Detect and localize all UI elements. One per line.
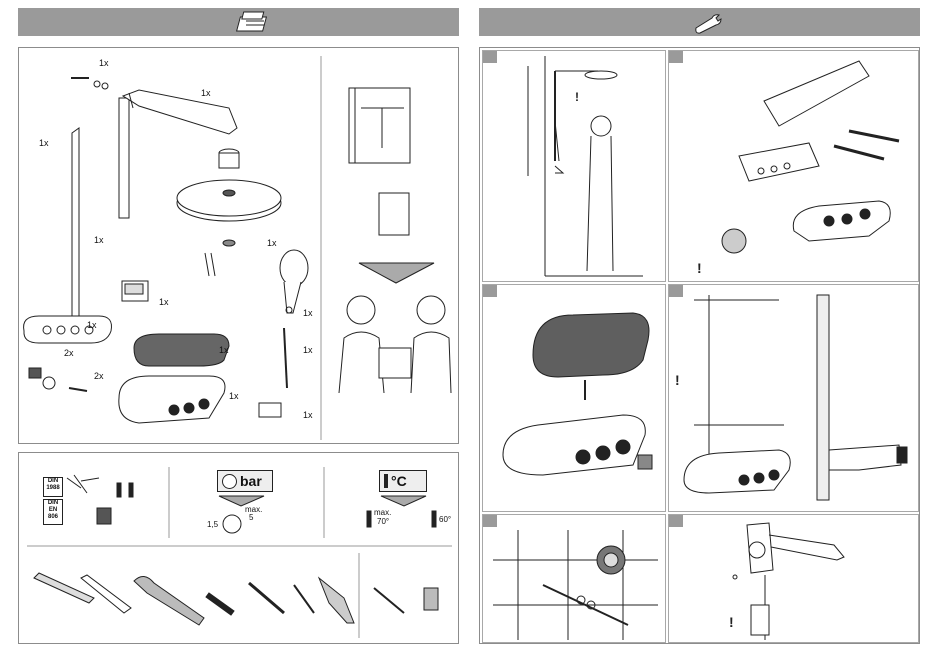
- svg-text:!: !: [575, 90, 579, 104]
- left-header-bar: [18, 8, 459, 36]
- pressure-min-value: 1,5: [207, 520, 218, 529]
- din-en-num: 806: [44, 514, 62, 521]
- parts-list-panel: 1x 1x 1x 1x 1x 1x 1x 1x 1x 1x 2x 2x 1x 1…: [18, 47, 459, 444]
- pressure-unit: bar: [240, 473, 262, 489]
- temperature-max-value: 70°: [377, 517, 389, 526]
- installation-steps-panel: ! !: [479, 47, 920, 644]
- qty-head: 1x: [267, 238, 277, 248]
- svg-text:!: !: [729, 614, 734, 630]
- qty-arm: 1x: [201, 88, 211, 98]
- step-5-drawing: [483, 515, 666, 643]
- qty-clip: 1x: [94, 235, 104, 245]
- step-4: !: [668, 284, 919, 512]
- parts-box-icon: [18, 8, 459, 36]
- pressure-max-value: 5: [249, 513, 253, 522]
- step-6-drawing: !: [669, 515, 919, 643]
- qty-body: 1x: [229, 391, 239, 401]
- step-3: [482, 284, 666, 512]
- qty-rail: 1x: [39, 138, 49, 148]
- step-3-drawing: [483, 285, 666, 512]
- pressure-unit-box: bar: [217, 470, 273, 492]
- qty-display: 1x: [159, 297, 169, 307]
- din-1988-box: DIN 1988: [43, 477, 63, 497]
- pressure-max-label: max.: [245, 505, 262, 514]
- din-1988-num: 1988: [44, 485, 62, 492]
- specs-tools-panel: DIN 1988 DIN EN 806 bar max. 5 1,5 °C ma…: [18, 452, 459, 644]
- right-header-bar: [479, 8, 920, 36]
- qty-screws: 1x: [99, 58, 109, 68]
- din-en-din: DIN: [44, 500, 62, 507]
- din-en-806-box: DIN EN 806: [43, 499, 63, 525]
- step-1-drawing: !: [483, 51, 666, 282]
- din-en-en: EN: [44, 507, 62, 514]
- qty-holder: 1x: [303, 410, 313, 420]
- gauge-icon: [222, 474, 237, 489]
- step-2-drawing: !: [669, 51, 919, 282]
- step-4-drawing: !: [669, 285, 919, 512]
- svg-text:!: !: [697, 260, 702, 276]
- temperature-max-label: max.: [374, 508, 391, 517]
- step-6: !: [668, 514, 919, 643]
- step-5: [482, 514, 666, 643]
- temperature-unit: °C: [391, 473, 407, 489]
- qty-hose: 1x: [303, 345, 313, 355]
- svg-text:!: !: [675, 372, 680, 388]
- din-1988-din: DIN: [44, 478, 62, 485]
- temperature-recommended-value: 60°: [439, 515, 451, 524]
- step-1: !: [482, 50, 666, 282]
- qty-panel: 1x: [87, 320, 97, 330]
- step-2: !: [668, 50, 919, 282]
- qty-fittings: 2x: [64, 348, 74, 358]
- qty-handshower: 1x: [303, 308, 313, 318]
- thermometer-icon: [384, 474, 388, 488]
- wrench-icon: [479, 8, 920, 36]
- qty-shelf: 1x: [219, 345, 229, 355]
- parts-drawing: [19, 48, 460, 445]
- qty-small-screws: 2x: [94, 371, 104, 381]
- temperature-unit-box: °C: [379, 470, 427, 492]
